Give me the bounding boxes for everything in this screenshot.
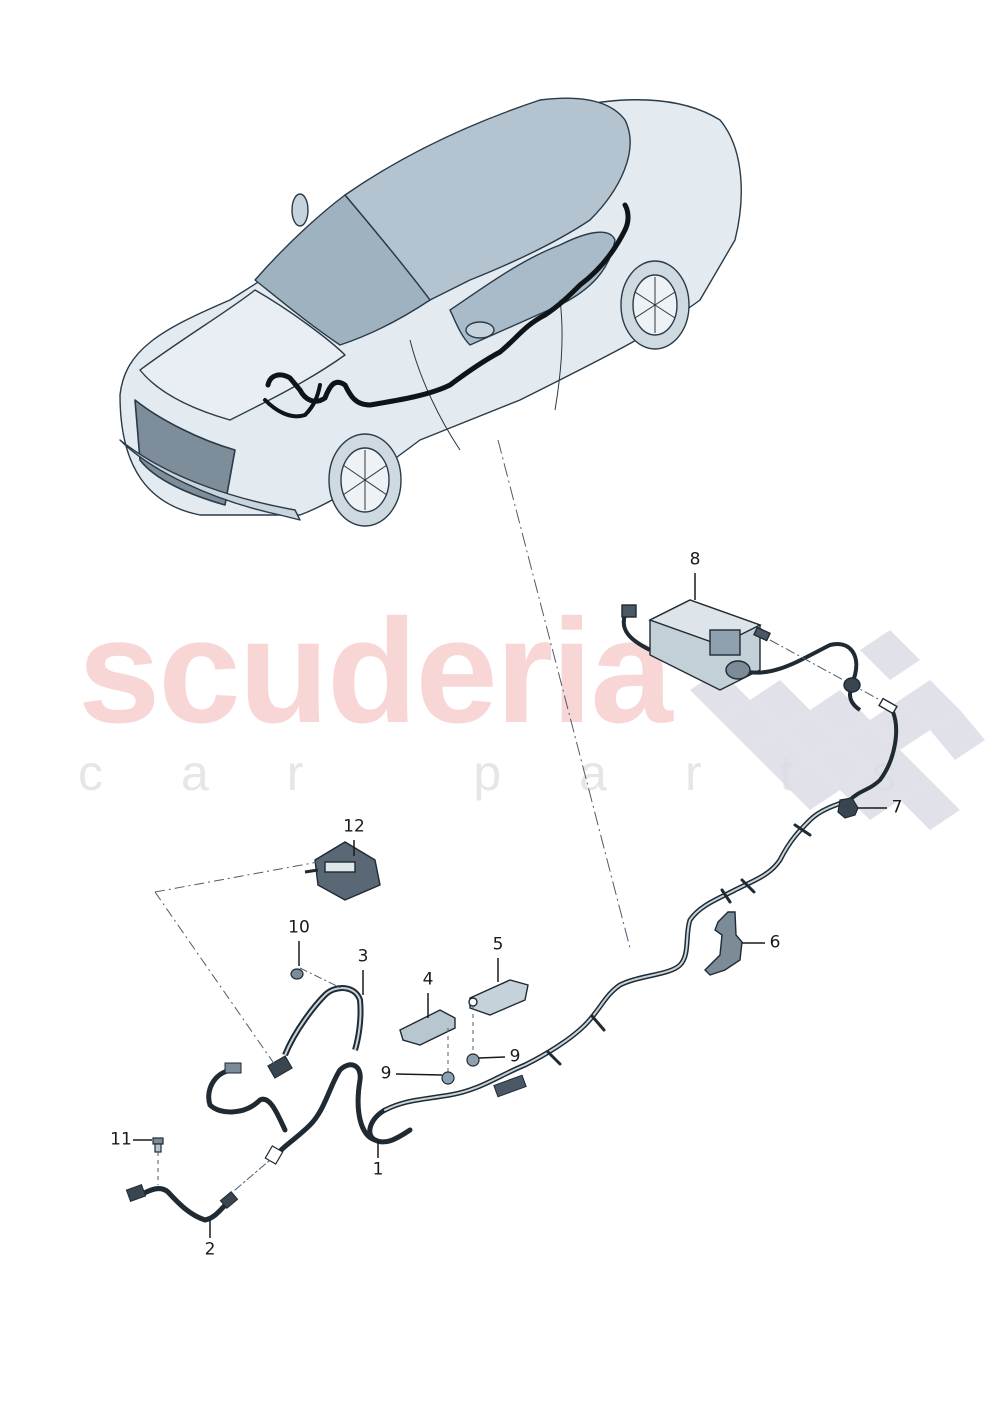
callout-5[interactable]: 5 <box>492 934 504 955</box>
callout-4[interactable]: 4 <box>422 969 434 990</box>
part-3-harness-bracket <box>267 967 364 1079</box>
callout-2[interactable]: 2 <box>204 1239 216 1260</box>
part-5-bracket <box>468 979 529 1055</box>
callout-9-right[interactable]: 9 <box>509 1046 521 1067</box>
part-10-grommet <box>290 968 304 980</box>
checkered-flag-watermark <box>690 630 985 830</box>
callout-3[interactable]: 3 <box>357 946 369 967</box>
part-1-main-harness <box>272 797 853 1161</box>
part-4-bracket <box>399 1009 456 1072</box>
leader-line-car <box>497 439 631 949</box>
part-7-clip <box>837 797 859 819</box>
car-harness-branch <box>263 383 322 419</box>
part-9-nut-right <box>466 1053 480 1067</box>
callout-7[interactable]: 7 <box>891 797 903 818</box>
callout-8[interactable]: 8 <box>689 549 701 570</box>
harness-left-branch <box>206 1062 288 1165</box>
callout-11[interactable]: 11 <box>110 1129 132 1150</box>
callout-12[interactable]: 12 <box>343 816 365 837</box>
part-11-screw <box>152 1137 164 1185</box>
callout-6[interactable]: 6 <box>769 932 781 953</box>
callout-10[interactable]: 10 <box>288 917 310 938</box>
callout-1[interactable]: 1 <box>372 1159 384 1180</box>
car-illustration <box>119 97 742 527</box>
part-8-control-unit <box>621 599 899 802</box>
callout-leaders <box>133 573 887 1238</box>
part-12-module <box>154 841 381 1066</box>
watermark-brand: scuderia <box>78 589 673 754</box>
part-6-bracket <box>704 911 743 976</box>
part-9-nut-left <box>441 1071 455 1085</box>
callout-9-left[interactable]: 9 <box>380 1063 392 1084</box>
part-2-cable <box>125 1159 271 1223</box>
